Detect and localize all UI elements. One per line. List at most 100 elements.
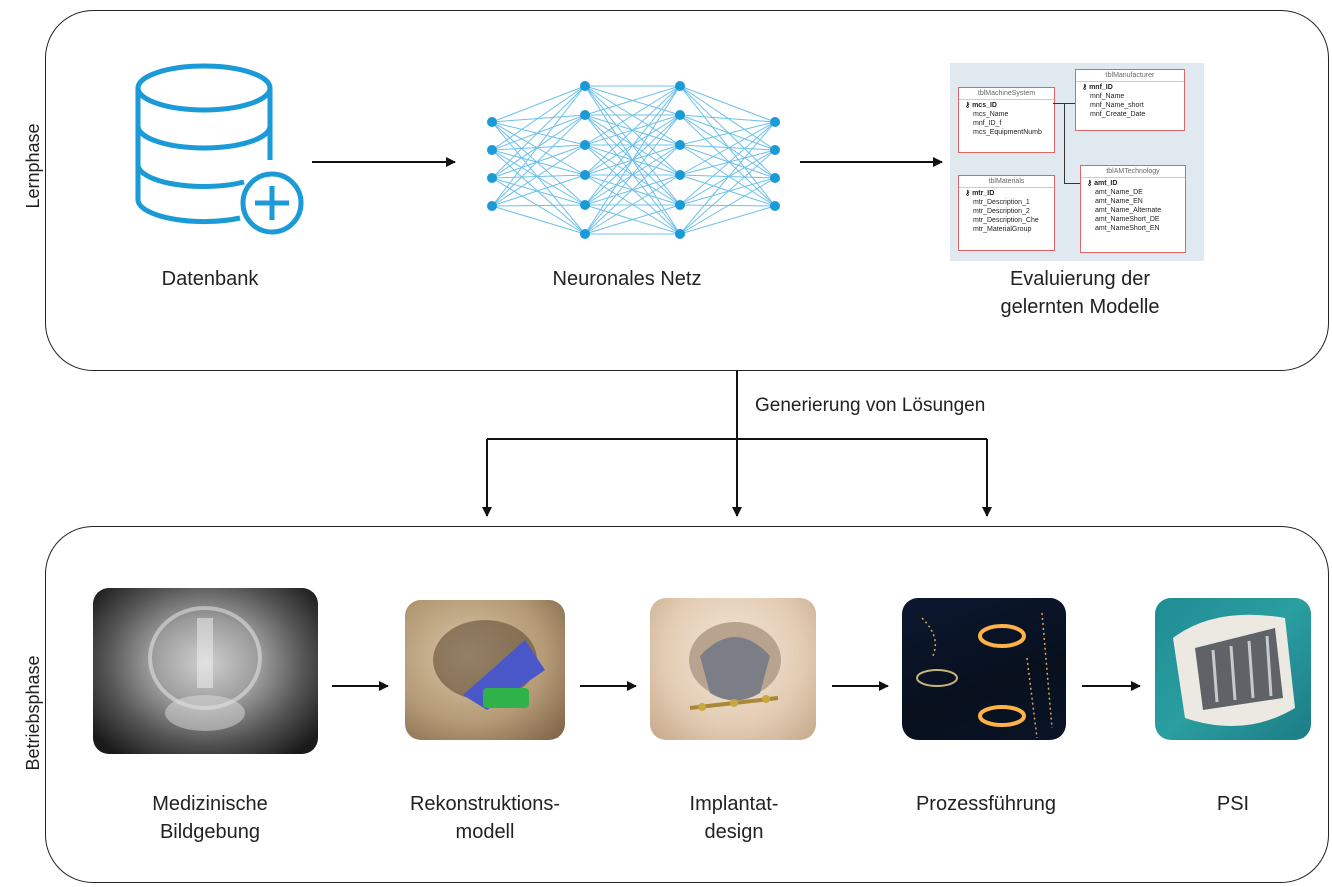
- xray-image: [93, 588, 318, 754]
- network-edge: [491, 121, 586, 176]
- implant-caption: Implantat- design: [634, 790, 834, 846]
- network-edge: [491, 121, 586, 146]
- network-edge: [584, 85, 681, 206]
- network-edge: [491, 149, 586, 176]
- network-edge: [491, 114, 586, 207]
- relation-line: [1064, 183, 1080, 184]
- table-field: amt_NameShort_EN: [1095, 225, 1160, 232]
- network-node: [580, 200, 590, 210]
- network-edge: [679, 144, 776, 179]
- network-edge: [679, 174, 776, 207]
- solution-connector: [482, 371, 992, 517]
- table-field: amt_NameShort_DE: [1095, 216, 1160, 223]
- table-field: mnf_Create_Date: [1090, 111, 1146, 118]
- table-title: tblManufacturer: [1076, 70, 1184, 82]
- imaging-caption-line2: Bildgebung: [159, 821, 261, 843]
- network-node: [487, 173, 497, 183]
- implant-design-image: [650, 598, 816, 740]
- network-edge: [491, 85, 586, 207]
- network-edge: [584, 144, 681, 235]
- network-node: [770, 173, 780, 183]
- psi-image: [1155, 598, 1311, 740]
- network-edge: [491, 144, 586, 179]
- database-caption: Datenbank: [161, 268, 259, 290]
- db-schema-image: tblMachineSystem ⚷ mcs_ID mcs_Name mnf_I…: [950, 63, 1204, 261]
- network-edge: [491, 85, 586, 123]
- table-title: tblMachineSystem: [959, 88, 1054, 100]
- table-field: amt_Name_Alternate: [1095, 207, 1162, 214]
- network-edge: [584, 85, 681, 146]
- network-edge: [679, 177, 776, 235]
- network-edge: [679, 174, 776, 179]
- network-edge: [679, 121, 776, 176]
- network-node: [770, 201, 780, 211]
- network-edge: [584, 85, 681, 235]
- network-edge: [491, 85, 586, 151]
- network-edge: [491, 205, 586, 235]
- network-node: [675, 110, 685, 120]
- recon-caption-line2: modell: [455, 821, 515, 843]
- network-node: [675, 81, 685, 91]
- implant-caption-line1: Implantat-: [689, 793, 779, 815]
- network-edge: [491, 121, 586, 206]
- network-edge: [679, 121, 776, 206]
- network-edge: [679, 114, 776, 123]
- network-edge: [584, 85, 681, 116]
- table-field: mtr_Description_1: [973, 199, 1030, 206]
- table-materials: tblMaterials ⚷ mtr_ID mtr_Description_1 …: [958, 175, 1055, 251]
- network-edge: [679, 149, 776, 176]
- implant-caption-line2: design: [704, 821, 764, 843]
- network-edge: [679, 114, 776, 151]
- process-control-image: [902, 598, 1066, 740]
- table-manufacturer: tblManufacturer ⚷ mnf_ID mnf_Name mnf_Na…: [1075, 69, 1185, 131]
- table-field: mnf_ID_f: [973, 120, 1002, 127]
- imaging-caption: Medizinische Bildgebung: [110, 790, 310, 846]
- table-field: amt_Name_EN: [1095, 198, 1143, 205]
- evaluation-caption-line2: gelernten Modelle: [1000, 296, 1160, 318]
- reconstruction-model-image: [405, 600, 565, 740]
- table-field: mtr_Description_Che: [973, 217, 1039, 224]
- network-node: [487, 201, 497, 211]
- network-edge: [491, 174, 586, 207]
- table-field: mtr_Description_2: [973, 208, 1030, 215]
- network-edge: [679, 144, 776, 151]
- relation-line: [1064, 103, 1065, 183]
- network-node: [487, 145, 497, 155]
- network-node: [675, 170, 685, 180]
- network-edge: [679, 121, 776, 146]
- network-node: [580, 140, 590, 150]
- network-node: [580, 229, 590, 239]
- network-edge: [679, 205, 776, 235]
- process-caption: Prozessführung: [915, 793, 1057, 815]
- evaluation-caption-line1: Evaluierung der: [1009, 268, 1151, 290]
- network-edge: [584, 114, 681, 235]
- network-node: [675, 140, 685, 150]
- network-edge: [679, 149, 776, 235]
- network-edge: [679, 121, 776, 235]
- database-icon: [135, 63, 304, 235]
- network-edge: [491, 174, 586, 179]
- table-field: mnf_Name: [1090, 93, 1125, 100]
- table-field: mnf_Name_short: [1090, 102, 1144, 109]
- table-field: amt_Name_DE: [1095, 189, 1143, 196]
- network-node: [770, 145, 780, 155]
- network-edge: [491, 144, 586, 207]
- network-edge: [491, 177, 586, 206]
- table-field: mtr_MaterialGroup: [973, 226, 1032, 233]
- table-field: ⚷ mnf_ID: [1082, 84, 1113, 91]
- evaluation-caption: Evaluierung der gelernten Modelle: [960, 265, 1200, 321]
- network-node: [675, 200, 685, 210]
- network-node: [580, 110, 590, 120]
- table-title: tblAMTechnology: [1081, 166, 1185, 178]
- table-field: ⚷ mcs_ID: [965, 102, 997, 109]
- table-field: mcs_EquipmentNumb: [973, 129, 1042, 136]
- network-caption: Neuronales Netz: [552, 268, 702, 290]
- table-machine-system: tblMachineSystem ⚷ mcs_ID mcs_Name mnf_I…: [958, 87, 1055, 153]
- table-field: ⚷ mtr_ID: [965, 190, 995, 197]
- network-edge: [491, 144, 586, 151]
- table-am-technology: tblAMTechnology ⚷ amt_ID amt_Name_DE amt…: [1080, 165, 1186, 253]
- network-node: [770, 117, 780, 127]
- network-edge: [584, 174, 681, 235]
- network-edge: [584, 204, 681, 235]
